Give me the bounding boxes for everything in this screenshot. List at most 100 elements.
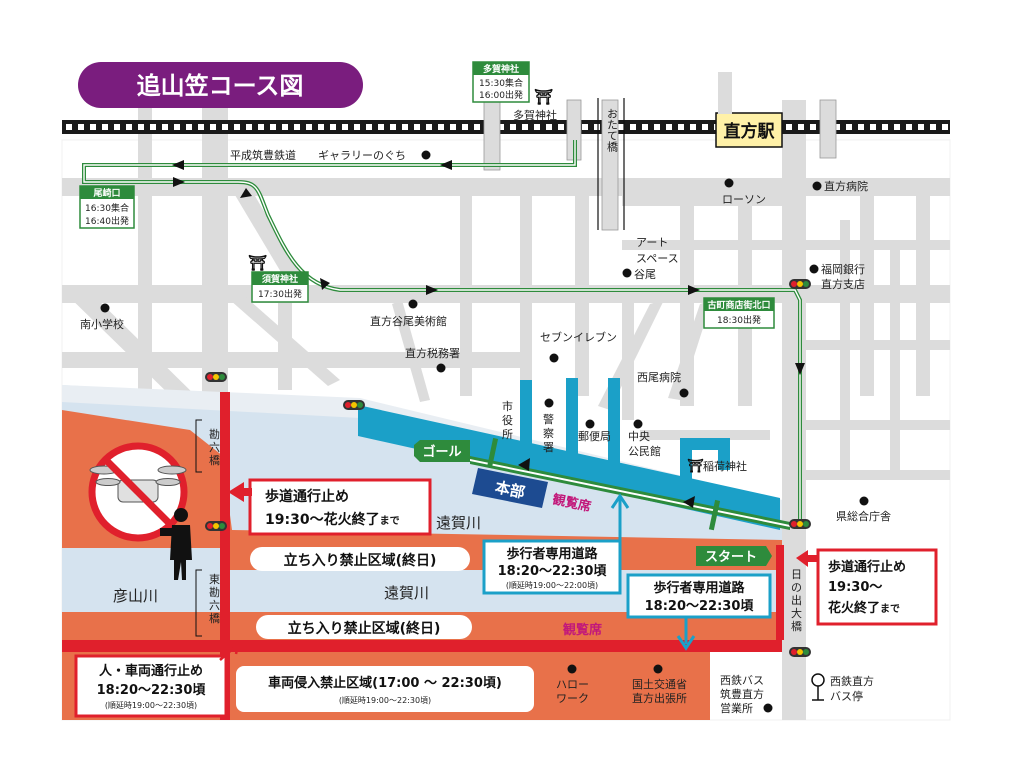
rail-tie	[666, 124, 672, 130]
page-title: 追山笠コース図	[137, 72, 304, 100]
rail-tie	[270, 124, 276, 130]
rail-tie	[690, 124, 696, 130]
rail-tie	[66, 124, 72, 130]
torii-icon: ⛩	[248, 254, 267, 272]
svg-text:出: 出	[791, 593, 802, 607]
checkpoint-suga: 須賀神社 17:30出発	[251, 271, 309, 303]
rail-tie	[234, 124, 240, 130]
svg-text:南小学校: 南小学校	[80, 317, 124, 331]
route-arrows	[172, 160, 805, 508]
hospital-dot	[812, 181, 822, 191]
lawson-dot	[724, 178, 734, 188]
svg-text:勘: 勘	[209, 428, 220, 441]
arrow-left-red	[228, 482, 252, 502]
landmarks: ⛩ ⛩ ⛩ 多賀神社 平成筑豊鉄道 ギャラリーのぐち ローソン 直方病院 アート…	[80, 88, 891, 715]
rail-tie	[642, 124, 648, 130]
rail-tie	[342, 124, 348, 130]
svg-text:直方支店: 直方支店	[821, 277, 865, 291]
rail-tie	[798, 124, 804, 130]
no-drone-icon	[88, 442, 188, 542]
arrow-up-cyan	[610, 493, 630, 540]
svg-text:営業所: 営業所	[720, 701, 753, 715]
checkpoint-taga: 多賀神社 15:30集合 16:00出発	[472, 61, 530, 103]
svg-text:警: 警	[543, 412, 554, 426]
rail-tie	[870, 124, 876, 130]
river-label-onga-lower: 遠賀川	[384, 584, 429, 602]
notice-pedestrian-road-1: 歩行者専用道路 18:20～22:30頃 (順延時19:00～22:00頃)	[482, 539, 622, 595]
notice-vehicle-ban: 車両侵入禁止区域(17:00 ～ 22:30頃) (順延時19:00～22:30…	[236, 666, 534, 712]
svg-text:歩行者専用道路: 歩行者専用道路	[506, 546, 598, 562]
rail-tie	[582, 124, 588, 130]
rail-tie	[654, 124, 660, 130]
embankment-road	[62, 385, 782, 520]
bank-dot	[809, 264, 819, 274]
rail-tie	[222, 124, 228, 130]
rail-tie	[78, 124, 84, 130]
rail-tie	[702, 124, 708, 130]
svg-text:18:20～22:30頃: 18:20～22:30頃	[498, 564, 608, 579]
otate-bridge-bracket	[597, 98, 625, 230]
rail-tie	[618, 124, 624, 130]
svg-text:18:20～22:30頃: 18:20～22:30頃	[645, 599, 755, 614]
otate-bridge-label: おたて橋	[606, 108, 619, 153]
rail-tie	[498, 124, 504, 130]
rail-tie	[402, 124, 408, 130]
rail-tie	[522, 124, 528, 130]
rail-tie	[426, 124, 432, 130]
rail-tie	[174, 124, 180, 130]
svg-text:15:30集合: 15:30集合	[479, 77, 523, 89]
gallery-label: ギャラリーのぐち	[318, 149, 406, 162]
svg-text:西尾病院: 西尾病院	[637, 370, 681, 384]
svg-text:の: の	[791, 581, 802, 594]
rail-tie	[162, 124, 168, 130]
river-label-hikosan: 彦山川	[113, 587, 158, 605]
rail-tie	[246, 124, 252, 130]
traffic-lights	[205, 279, 811, 657]
arrow-right-red	[796, 550, 818, 567]
svg-text:16:40出発: 16:40出発	[85, 215, 129, 227]
start-tick	[708, 499, 721, 531]
rail-tie	[678, 124, 684, 130]
svg-text:立ち入り禁止区域(終日): 立ち入り禁止区域(終日)	[284, 552, 437, 569]
station-name: 直方駅	[724, 121, 776, 142]
svg-text:(順延時19:00～22:30頃): (順延時19:00～22:30頃)	[105, 700, 197, 710]
rail-tie	[306, 124, 312, 130]
rail-tie	[894, 124, 900, 130]
svg-text:直方税務署: 直方税務署	[405, 346, 460, 360]
rail-tie	[462, 124, 468, 130]
rail-tie	[138, 124, 144, 130]
spectator-label-lower: 観覧席	[562, 622, 602, 638]
rail-tie	[114, 124, 120, 130]
rail-tie	[810, 124, 816, 130]
notice-sidewalk-left: 歩道通行止め 19:30～花火終了まで	[248, 478, 432, 536]
svg-text:須賀神社: 須賀神社	[261, 273, 298, 285]
rail-tie	[834, 124, 840, 130]
goal-tick	[486, 437, 499, 469]
svg-text:16:30集合: 16:30集合	[85, 202, 129, 214]
svg-text:谷尾: 谷尾	[634, 268, 656, 281]
notice-sidewalk-right: 歩道通行止め 19:30～ 花火終了まで	[816, 548, 938, 626]
bridge-piers	[483, 99, 837, 231]
rail-tie	[150, 124, 156, 130]
title-badge	[78, 62, 363, 108]
svg-text:スペース: スペース	[636, 252, 679, 265]
svg-text:国土交通省: 国土交通省	[632, 677, 687, 691]
svg-text:バス停: バス停	[830, 689, 863, 703]
svg-text:18:20～22:30頃: 18:20～22:30頃	[97, 683, 207, 698]
rail-tie	[918, 124, 924, 130]
arrow-ne-red	[219, 642, 240, 661]
torii-icon: ⛩	[687, 458, 704, 474]
svg-text:役: 役	[502, 413, 513, 427]
rail-tie	[510, 124, 516, 130]
svg-text:六: 六	[209, 441, 220, 454]
rail-tie	[282, 124, 288, 130]
svg-text:ワーク: ワーク	[556, 692, 589, 705]
svg-text:(順延時19:00～22:30頃): (順延時19:00～22:30頃)	[339, 695, 431, 705]
svg-text:セブンイレブン: セブンイレブン	[540, 330, 617, 344]
torii-icon: ⛩	[534, 88, 553, 106]
notice-vehicle-stop: 人・車両通行止め 18:20～22:30頃 (順延時19:00～22:30頃)	[74, 654, 228, 718]
city-hall-vertical: 市 役 所	[502, 399, 513, 441]
start-label: スタート	[696, 546, 772, 566]
svg-text:察: 察	[543, 426, 554, 440]
